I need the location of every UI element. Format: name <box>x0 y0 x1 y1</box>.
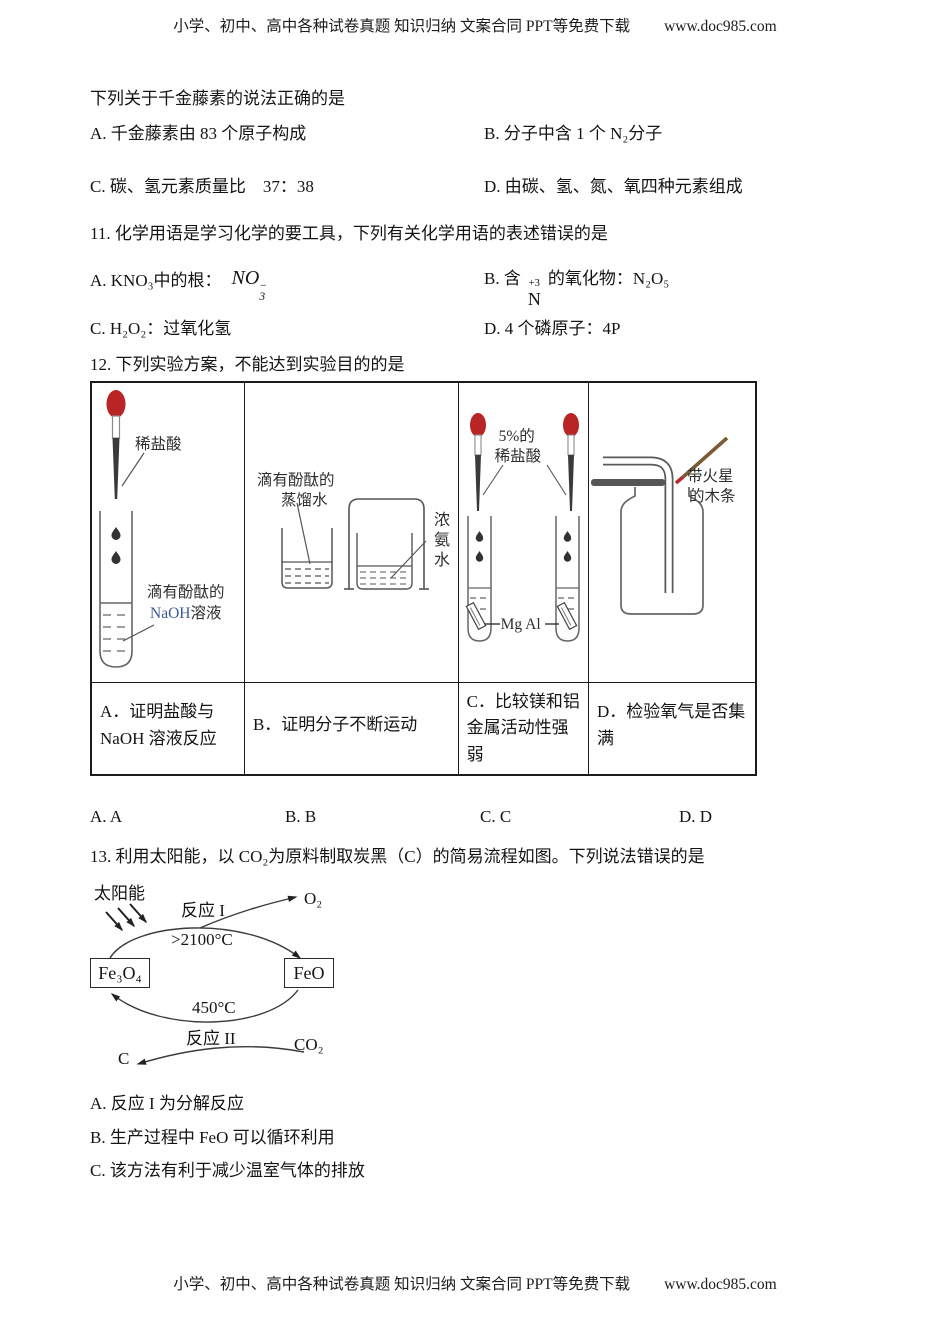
beaker-icon <box>281 528 333 589</box>
caption-cell-c: C．比较镁和铝 金属活动性强弱 <box>457 682 597 776</box>
page-footer: 小学、初中、高中各种试卷真题 知识归纳 文案合同 PPT等免费下载 www.doc… <box>0 1272 950 1294</box>
footer-site-url: www.doc985.com <box>664 1276 777 1293</box>
diagram-d: 带火星 的木条 <box>589 383 755 682</box>
q13-cycle-diagram: 太阳能 反应 I O₂ >2100°C Fe₃O₄ FeO 450°C 反应 I… <box>72 880 462 1080</box>
diagram-c-drawing <box>465 413 580 642</box>
feo-box: FeO <box>284 958 334 988</box>
label-temp-450: 450°C <box>192 998 236 1017</box>
q11-stem: 11. 化学用语是学习化学的要工具，下列有关化学用语的表述错误的是 <box>90 224 608 243</box>
caption-a: A．证明盐酸与 NaOH 溶液反应 <box>100 702 217 748</box>
dropper-icon <box>562 413 579 511</box>
label-reaction-2: 反应 II <box>186 1029 236 1048</box>
leader-line <box>121 452 145 487</box>
label-solar-energy: 太阳能 <box>94 884 145 903</box>
footer-text: 小学、初中、高中各种试卷真题 知识归纳 文案合同 PPT等免费下载 <box>173 1276 631 1293</box>
caption-cell-a: A．证明盐酸与 NaOH 溶液反应 <box>90 682 245 776</box>
label-ammonia: 浓氨水 <box>430 511 448 571</box>
dropper-icon <box>106 390 126 499</box>
q10-stem: 下列关于千金藤素的说法正确的是 <box>90 89 345 108</box>
label-naoh-solution: NaOH溶液 <box>150 605 222 622</box>
q11-option-a-text: A. KNO₃中的根： <box>90 271 222 290</box>
header-text: 小学、初中、高中各种试卷真题 知识归纳 文案合同 PPT等免费下载 <box>173 18 631 35</box>
caption-cell-b: B．证明分子不断运动 <box>243 682 459 776</box>
experiment-cell-b: 滴有酚酞的 蒸馏水 浓氨水 <box>243 381 459 683</box>
test-tube-icon <box>465 516 492 642</box>
q12-stem: 12. 下列实验方案，不能达到实验目的的是 <box>90 355 405 374</box>
reaction2-arc <box>110 989 299 1023</box>
nitrate-ion-formula: NO−3 <box>231 267 268 303</box>
label-co2: CO₂ <box>294 1035 324 1054</box>
diagram-b-drawing <box>281 498 429 590</box>
reaction1-arc <box>109 927 302 959</box>
label-phenolphthalein: 滴有酚酞的 <box>147 584 225 601</box>
q11-option-d: D. 4 个磷原子：4P <box>484 319 621 338</box>
o2-branch-arrow <box>199 895 298 929</box>
gas-bottle-icon <box>620 487 704 615</box>
q13-option-a: A. 反应 I 为分解反应 <box>90 1094 244 1113</box>
label-carbon: C <box>118 1049 130 1068</box>
caption-c: C．比较镁和铝 金属活动性强弱 <box>466 692 597 764</box>
q10-option-c: C. 碳、氢元素质量比 37：38 <box>90 177 314 196</box>
dropper-icon <box>469 413 486 511</box>
inner-beaker-icon <box>356 533 413 590</box>
diagram-c: 5%的 稀盐酸 Mg Al <box>459 383 588 682</box>
leader-line <box>482 464 504 496</box>
test-tube-icon <box>99 511 133 668</box>
label-5pct-hcl-2: 稀盐酸 <box>494 448 542 465</box>
label-dilute-hcl: 稀盐酸 <box>135 436 182 453</box>
q12-option-a: A. A <box>90 807 123 826</box>
experiment-table: 稀盐酸 滴有酚酞的 NaOH溶液 <box>90 381 757 777</box>
cycle-arrows-drawing <box>105 895 305 1065</box>
leader-line <box>390 540 427 579</box>
label-mg-al: Mg Al <box>500 616 541 633</box>
header-site-url: www.doc985.com <box>664 18 777 35</box>
leader-line <box>122 624 155 642</box>
q13-option-b: B. 生产过程中 FeO 可以循环利用 <box>90 1128 335 1147</box>
q11-option-b-suffix: 的氧化物：N₂O₅ <box>547 269 670 288</box>
label-o2: O₂ <box>304 889 323 908</box>
leader-line <box>296 502 311 565</box>
glass-plate-icon <box>590 479 665 486</box>
q10-option-b: B. 分子中含 1 个 N₂分子 <box>484 124 663 143</box>
q13-stem: 13. 利用太阳能，以 CO₂为原料制取炭黑（C）的简易流程如图。下列说法错误的… <box>90 847 705 866</box>
label-glowing-splint-1: 带火星 <box>686 468 734 485</box>
experiment-cell-c: 5%的 稀盐酸 Mg Al <box>457 381 589 683</box>
diagram-a: 稀盐酸 滴有酚酞的 NaOH溶液 <box>92 383 244 682</box>
label-temp-2100: >2100°C <box>171 930 233 949</box>
experiment-cell-d: 带火星 的木条 <box>587 381 757 683</box>
solar-rays-icon <box>105 903 147 932</box>
page-header: 小学、初中、高中各种试卷真题 知识归纳 文案合同 PPT等免费下载 www.doc… <box>0 14 950 36</box>
q12-option-b: B. B <box>285 807 317 826</box>
leader-line <box>546 464 567 496</box>
q11-option-a: A. KNO₃中的根： NO−3 <box>90 267 268 305</box>
q13-option-c: C. 该方法有利于减少温室气体的排放 <box>90 1161 365 1180</box>
q12-option-d: D. D <box>679 807 713 826</box>
label-phenolphthalein-water-1: 滴有酚酞的 <box>256 472 335 489</box>
label-phenolphthalein-water-2: 蒸馏水 <box>280 492 328 509</box>
q12-option-c: C. C <box>480 807 512 826</box>
test-tube-icon <box>554 516 580 642</box>
delivery-tube-icon <box>602 456 674 593</box>
diagram-d-drawing <box>590 436 729 615</box>
caption-cell-d: D．检验氧气是否集满 <box>587 682 757 776</box>
glowing-splint-icon <box>674 436 729 485</box>
q10-option-a: A. 千金藤素由 83 个原子构成 <box>90 124 307 143</box>
bell-jar-icon <box>343 498 429 590</box>
diagram-b: 滴有酚酞的 蒸馏水 浓氨水 <box>245 383 458 682</box>
label-reaction-1: 反应 I <box>181 901 225 920</box>
co2-to-c-arrow <box>136 1045 305 1065</box>
q10-option-d: D. 由碳、氢、氮、氧四种元素组成 <box>484 177 743 196</box>
q11-option-b-prefix: B. 含 <box>484 269 521 288</box>
caption-b: B．证明分子不断运动 <box>252 715 418 735</box>
experiment-cell-a: 稀盐酸 滴有酚酞的 NaOH溶液 <box>90 381 245 683</box>
caption-d: D．检验氧气是否集满 <box>596 702 746 748</box>
fe3o4-box: Fe₃O₄ <box>90 958 150 988</box>
diagram-a-drawing <box>99 390 155 668</box>
label-5pct-hcl-1: 5%的 <box>498 428 535 445</box>
q11-option-c: C. H₂O₂：过氧化氢 <box>90 319 232 338</box>
label-glowing-splint-2: 的木条 <box>688 488 736 505</box>
